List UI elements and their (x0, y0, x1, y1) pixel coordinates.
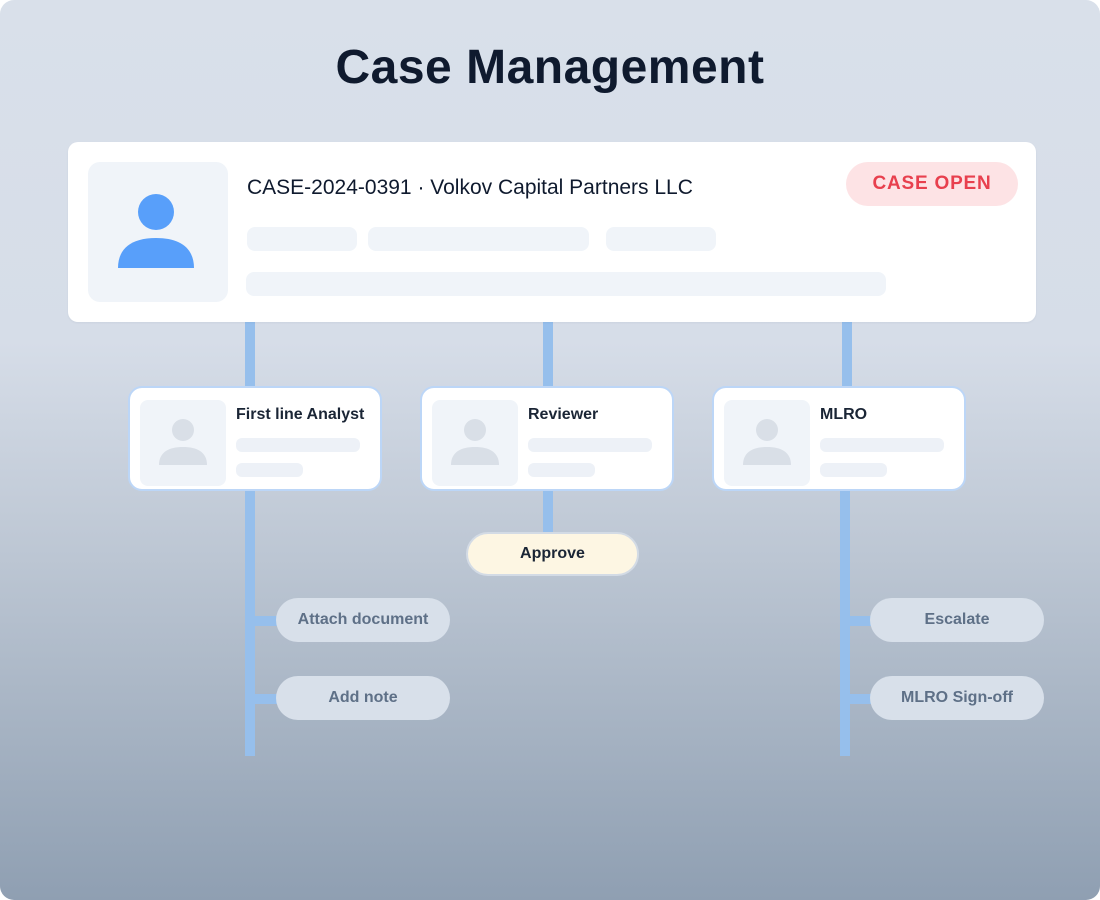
placeholder-bar (820, 463, 887, 477)
connector-line (245, 322, 255, 386)
role-name: Reviewer (528, 406, 599, 423)
mlro-sign-off-button[interactable]: MLRO Sign-off (870, 676, 1044, 720)
approve-button[interactable]: Approve (466, 532, 639, 576)
placeholder-bar (246, 272, 886, 296)
connector-line (245, 616, 277, 626)
add-note-button[interactable]: Add note (276, 676, 450, 720)
placeholder-bar (368, 227, 589, 251)
connector-line (245, 694, 277, 704)
placeholder-bar (528, 438, 652, 452)
user-icon (451, 419, 499, 465)
placeholder-bar (247, 227, 357, 251)
user-icon (743, 419, 791, 465)
status-badge: CASE OPEN (846, 162, 1018, 206)
connector-line (840, 616, 872, 626)
placeholder-bar (528, 463, 595, 477)
placeholder-bar (236, 438, 360, 452)
role-avatar (724, 400, 810, 486)
role-card-mlro[interactable]: MLRO (712, 386, 966, 491)
connector-line (543, 491, 553, 533)
user-icon (118, 194, 194, 268)
placeholder-bar (236, 463, 303, 477)
case-card[interactable]: CASE-2024-0391 · Volkov Capital Partners… (68, 142, 1036, 322)
connector-line (842, 322, 852, 386)
page-title: Case Management (335, 41, 765, 94)
role-avatar (140, 400, 226, 486)
role-card-first-line-analyst[interactable]: First line Analyst (128, 386, 382, 491)
escalate-button[interactable]: Escalate (870, 598, 1044, 642)
user-icon (159, 419, 207, 465)
connector-line (543, 322, 553, 386)
attach-document-button[interactable]: Attach document (276, 598, 450, 642)
case-title: CASE-2024-0391 · Volkov Capital Partners… (247, 176, 693, 199)
role-name: First line Analyst (236, 406, 365, 423)
role-name: MLRO (820, 406, 868, 423)
placeholder-bar (820, 438, 944, 452)
placeholder-bar (606, 227, 716, 251)
case-avatar (88, 162, 228, 302)
connector-line (840, 694, 872, 704)
role-avatar (432, 400, 518, 486)
role-card-reviewer[interactable]: Reviewer (420, 386, 674, 491)
